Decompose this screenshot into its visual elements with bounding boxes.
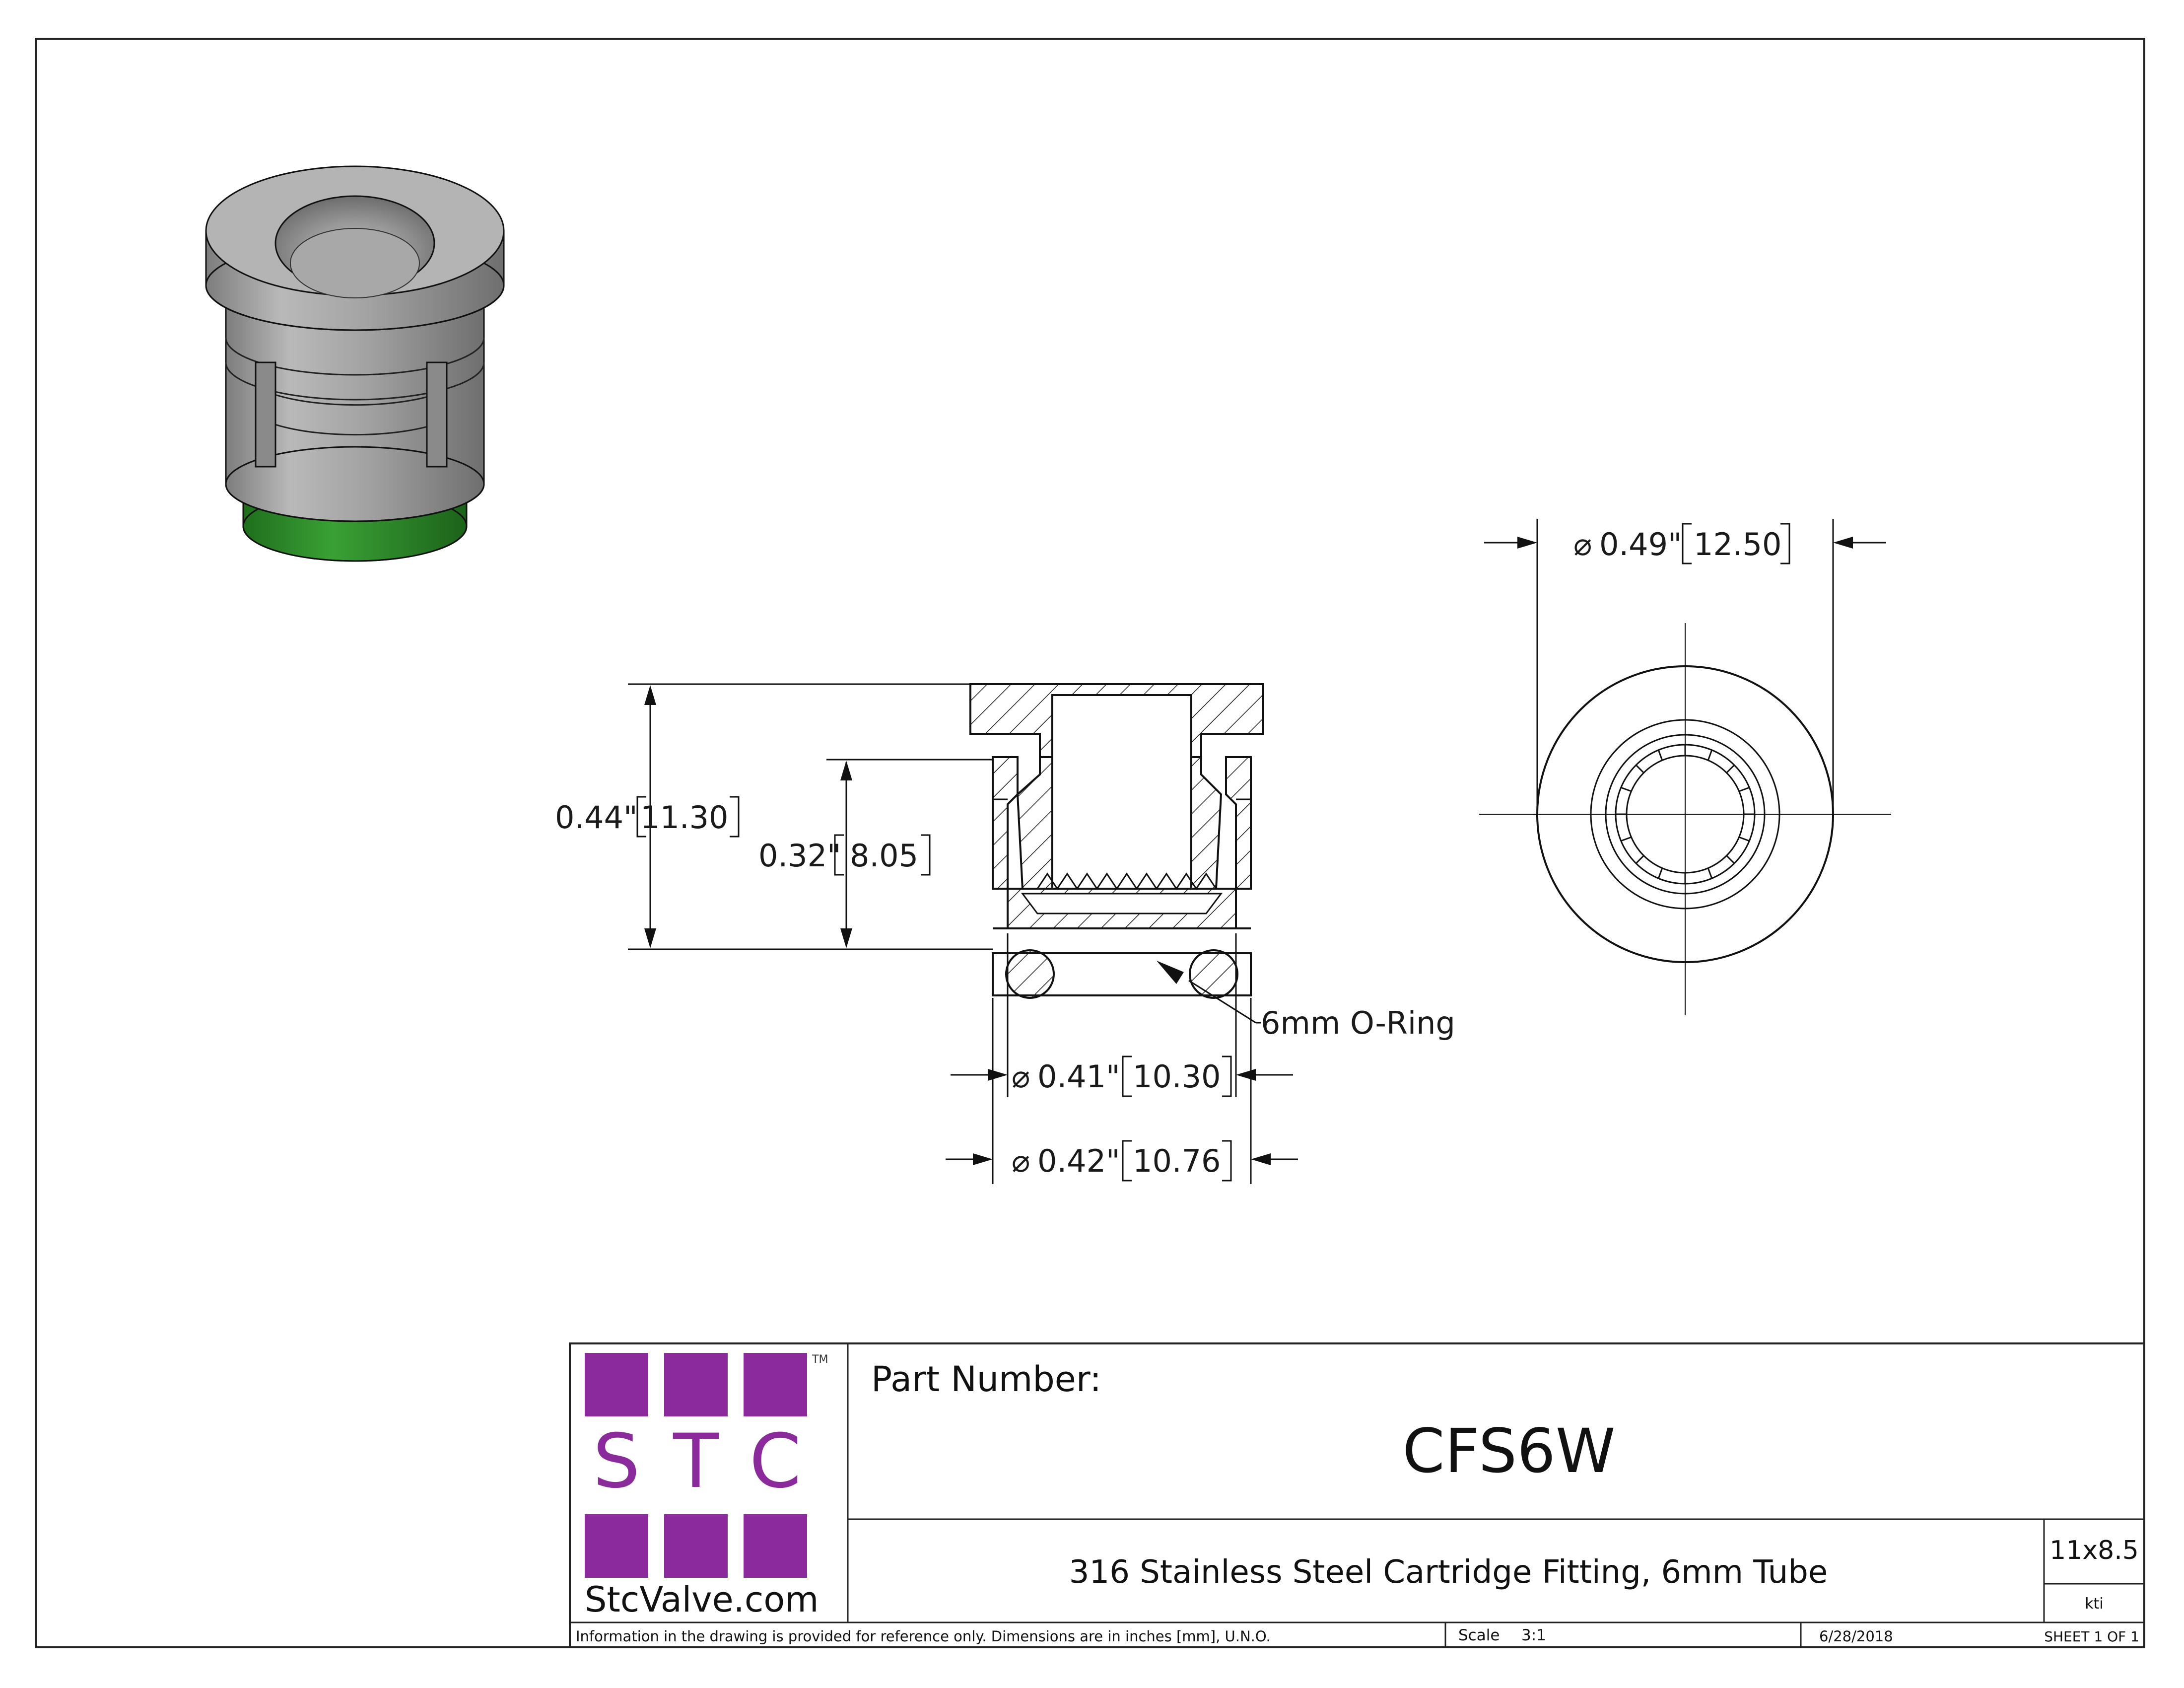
dim-outer-diameter-mm: 12.50 bbox=[1694, 526, 1782, 563]
end-view: ⌀ 0.49" 12.50 bbox=[1479, 519, 1891, 1015]
isometric-view bbox=[205, 165, 505, 562]
dim-body-height-inch: 0.32" bbox=[758, 838, 841, 874]
dim-oring-od-mm: 10.76 bbox=[1133, 1143, 1221, 1179]
dim-oring-id-inch: 0.41" bbox=[1037, 1058, 1120, 1095]
sheet-number: SHEET 1 OF 1 bbox=[2044, 1628, 2139, 1645]
logo-letter-s: S bbox=[593, 1418, 640, 1505]
dim-oring-id-symbol: ⌀ bbox=[1012, 1058, 1030, 1095]
drawn-by: kti bbox=[2085, 1595, 2103, 1613]
logo-letter-c: C bbox=[750, 1418, 802, 1505]
dim-overall-height-mm: 11.30 bbox=[640, 799, 729, 836]
part-number-label: Part Number: bbox=[871, 1359, 1101, 1400]
logo-trademark: TM bbox=[812, 1353, 828, 1366]
dim-oring-od-symbol: ⌀ bbox=[1012, 1143, 1030, 1179]
oring-callout-label: 6mm O-Ring bbox=[1261, 1005, 1455, 1041]
section-view: 6mm O-Ring 0.44" 11.30 0.32" 8.05 ⌀ 0.41… bbox=[555, 683, 1455, 1184]
scale-label: Scale bbox=[1458, 1626, 1500, 1644]
dim-oring-id-mm: 10.30 bbox=[1133, 1058, 1221, 1095]
logo-website: StcValve.com bbox=[585, 1579, 819, 1620]
dim-body-height-mm: 8.05 bbox=[850, 838, 918, 874]
dim-overall-height-inch: 0.44" bbox=[555, 799, 638, 836]
title-block: TM S T C StcValve.com Part Number: CFS6W… bbox=[569, 1342, 2145, 1648]
drawing-date: 6/28/2018 bbox=[1819, 1628, 1893, 1645]
stc-logo: TM S T C StcValve.com bbox=[585, 1353, 828, 1620]
disclaimer: Information in the drawing is provided f… bbox=[576, 1628, 1271, 1645]
logo-letter-t: T bbox=[673, 1418, 719, 1505]
dim-oring-od-inch: 0.42" bbox=[1037, 1143, 1120, 1179]
paper-size: 11x8.5 bbox=[2049, 1536, 2139, 1565]
dim-outer-diameter-symbol: ⌀ bbox=[1573, 526, 1592, 563]
dim-outer-diameter-inch: 0.49" bbox=[1599, 526, 1682, 563]
part-number: CFS6W bbox=[1403, 1416, 1616, 1486]
part-description: 316 Stainless Steel Cartridge Fitting, 6… bbox=[1069, 1554, 1828, 1591]
scale-value: 3:1 bbox=[1521, 1626, 1546, 1644]
